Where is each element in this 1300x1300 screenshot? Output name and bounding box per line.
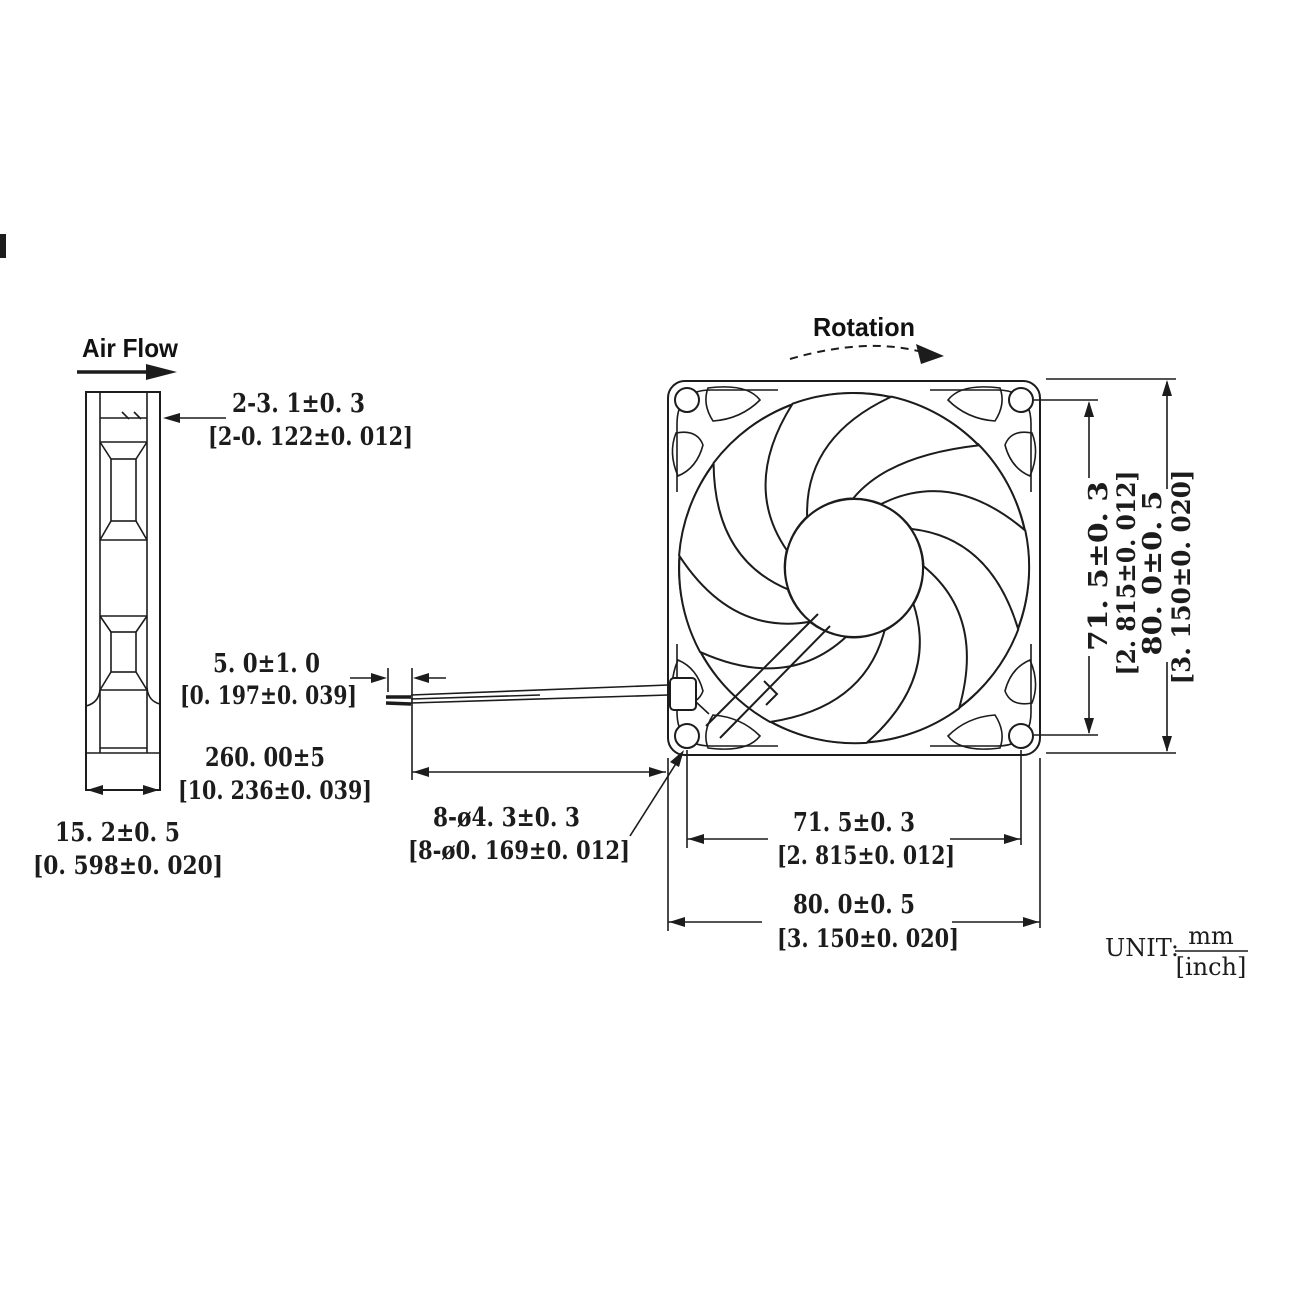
- dim-arrow-icon: [87, 785, 103, 795]
- side-view-chamfer: [135, 520, 148, 541]
- side-view-chamfer: [135, 671, 148, 691]
- dim-mounting-holes: 8-ø4. 3±0. 3 [8-ø0. 169±0. 012]: [408, 750, 684, 865]
- air-flow-callout: Air Flow: [77, 333, 179, 380]
- side-view-neck-curve: [146, 687, 161, 705]
- corner-cutout: [671, 431, 704, 478]
- dim-arrow-icon: [669, 917, 685, 927]
- leader-arrow-icon: [163, 413, 180, 423]
- corner-cutout: [946, 714, 1003, 750]
- dim-wire-mm: 260. 00±5: [205, 743, 325, 773]
- fan-side-view: [85, 391, 161, 791]
- wire-channel: [669, 613, 831, 739]
- dim-holes-mm: 8-ø4. 3±0. 3: [433, 803, 580, 833]
- dim-width-inch: [3. 150±0. 020]: [777, 924, 959, 953]
- rotation-arrow-icon: [916, 344, 944, 364]
- wire-line: [410, 694, 541, 700]
- dim-pitch-h-mm: 71. 5±0. 3: [793, 808, 915, 838]
- unit-numerator: mm: [1188, 922, 1234, 950]
- unit-note: UNIT: mm [inch]: [1105, 922, 1248, 981]
- dim-flange: 2-3. 1±0. 3 [2-0. 122±0. 012]: [163, 389, 413, 451]
- side-view-window: [110, 458, 137, 522]
- corner-cutout: [705, 714, 762, 750]
- rotation-label: Rotation: [813, 312, 915, 342]
- side-view-window: [110, 631, 137, 673]
- dim-arrow-icon: [1023, 917, 1039, 927]
- dim-strip-inch: [0. 197±0. 039]: [180, 681, 357, 710]
- dim-hole-pitch-vertical: 71. 5±0. 3 [2. 815±0. 012]: [1034, 399, 1141, 736]
- leader-line: [629, 761, 678, 837]
- rotation-arc: [789, 344, 923, 360]
- dim-width-mm: 80. 0±0. 5: [793, 890, 915, 920]
- dim-flange-mm: 2-3. 1±0. 3: [232, 389, 365, 419]
- dim-frame-height: 80. 0±0. 5 [3. 150±0. 020]: [1046, 378, 1196, 754]
- dim-holes-inch: [8-ø0. 169±0. 012]: [408, 836, 630, 865]
- dim-arrow-icon: [1084, 718, 1094, 734]
- dim-thick-inch: [0. 598±0. 020]: [33, 851, 223, 880]
- dim-pitch-h-inch: [2. 815±0. 012]: [777, 841, 955, 870]
- dim-frame-width: 80. 0±0. 5 [3. 150±0. 020]: [667, 758, 1041, 953]
- side-view-chamfer: [99, 615, 112, 633]
- wire-channel-edge: [705, 613, 819, 727]
- side-view-flange-tick: [121, 411, 130, 420]
- dim-arrow-icon: [371, 673, 387, 683]
- mounting-hole-top-right: [1008, 387, 1034, 413]
- air-flow-label: Air Flow: [82, 333, 179, 363]
- rotation-callout: Rotation: [789, 312, 944, 364]
- dim-wire-strip: 5. 0±1. 0 [0. 197±0. 039]: [180, 649, 446, 780]
- wire-channel-edge: [719, 625, 831, 739]
- unit-label: UNIT:: [1105, 934, 1179, 962]
- wire-line: [410, 684, 669, 696]
- dim-height-inch: [3. 150±0. 020]: [1167, 470, 1196, 685]
- dim-arrow-icon: [413, 673, 429, 683]
- wire-channel-stub: [695, 701, 710, 715]
- wire-bare-end: [385, 701, 412, 706]
- dim-thickness: 15. 2±0. 5 [0. 598±0. 020]: [33, 785, 223, 880]
- dim-arrow-icon: [1162, 380, 1172, 396]
- dim-arrow-icon: [688, 834, 704, 844]
- mounting-hole-top-left: [674, 387, 700, 413]
- dim-flange-inch: [2-0. 122±0. 012]: [208, 422, 413, 451]
- dim-arrow-icon: [1162, 736, 1172, 752]
- dim-wire-inch: [10. 236±0. 039]: [178, 776, 372, 805]
- wire-channel-step: [763, 680, 779, 706]
- leader-arrow-icon: [670, 750, 684, 767]
- lead-wires: [385, 684, 669, 706]
- dim-pitch-v-inch: [2. 815±0. 012]: [1112, 471, 1141, 676]
- fan-hub: [784, 498, 924, 638]
- corner-cutout: [1004, 431, 1037, 478]
- fan-front-view: [667, 380, 1041, 756]
- corner-cutout: [1004, 658, 1037, 705]
- dim-arrow-icon: [413, 767, 429, 777]
- dim-arrow-icon: [1004, 834, 1020, 844]
- fan-impeller: [678, 392, 1031, 745]
- page-edge-mark: [0, 234, 6, 258]
- dim-arrow-icon: [649, 767, 665, 777]
- fan-frame: [667, 380, 1041, 756]
- dim-strip-mm: 5. 0±1. 0: [213, 649, 320, 679]
- dim-thick-mm: 15. 2±0. 5: [55, 818, 180, 848]
- dim-arrow-icon: [143, 785, 159, 795]
- wire-line: [410, 694, 669, 704]
- side-view-chamfer: [135, 441, 148, 460]
- mounting-hole-bottom-left: [674, 723, 700, 749]
- dim-arrow-icon: [1084, 401, 1094, 417]
- side-view-chamfer: [99, 520, 112, 541]
- corner-cutout: [946, 386, 1003, 422]
- side-view-chamfer: [99, 441, 112, 460]
- unit-denominator: [inch]: [1176, 953, 1247, 981]
- side-view-chamfer: [99, 671, 112, 691]
- side-view-flange-tick: [133, 411, 142, 420]
- side-view-chamfer: [135, 615, 148, 633]
- wire-connector: [669, 677, 697, 711]
- dim-wire-length: 260. 00±5 [10. 236±0. 039]: [178, 743, 666, 805]
- air-flow-arrow-icon: [146, 364, 177, 380]
- dim-height-mm: 80. 0±0. 5: [1138, 491, 1168, 656]
- corner-cutout: [705, 386, 762, 422]
- mounting-hole-bottom-right: [1008, 723, 1034, 749]
- dim-hole-pitch-horizontal: 71. 5±0. 3 [2. 815±0. 012]: [686, 750, 1022, 870]
- side-view-neck-curve: [85, 689, 101, 707]
- dim-pitch-v-mm: 71. 5±0. 3: [1084, 481, 1114, 651]
- side-view-outline: [85, 391, 161, 791]
